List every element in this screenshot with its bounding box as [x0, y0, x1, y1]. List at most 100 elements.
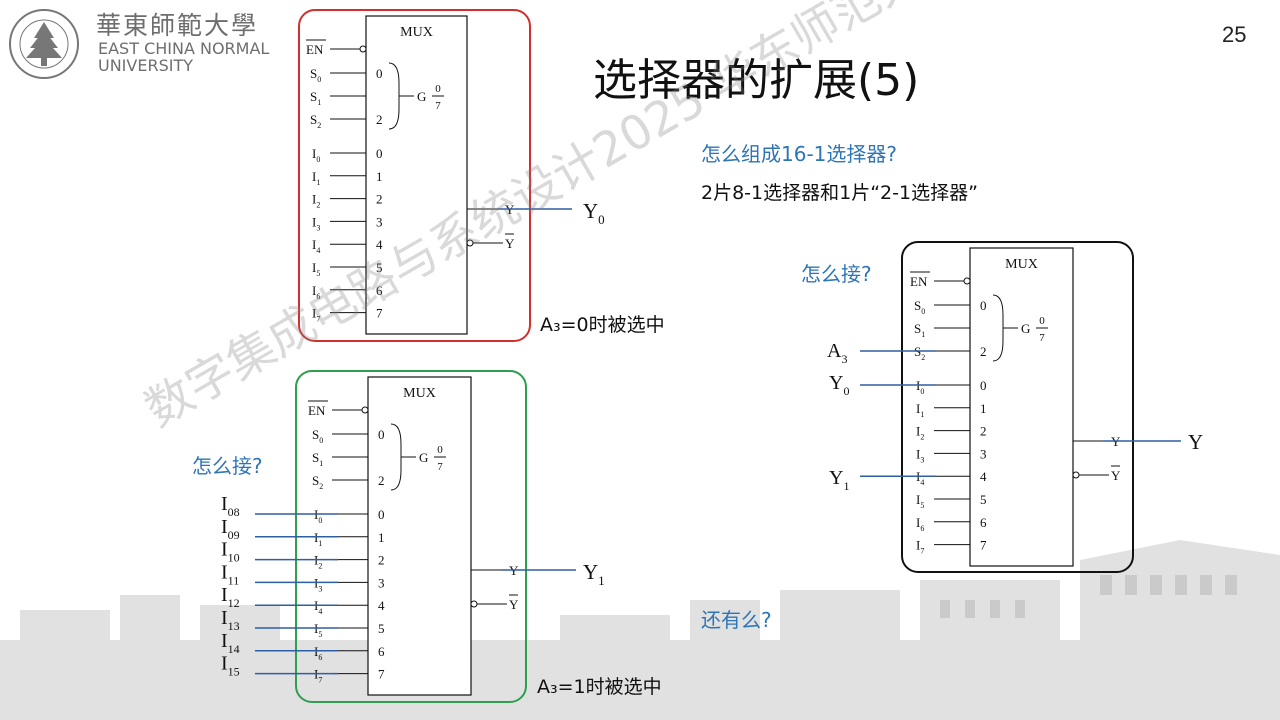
top-data-label-1: I1 [312, 169, 320, 187]
right-data-label-7: I7 [916, 538, 924, 556]
top-data-label-3: I3 [312, 214, 320, 232]
top-output-label: Y0 [583, 199, 605, 227]
right-data-num-5: 5 [980, 492, 987, 507]
bottom-input-label-0: I08 [221, 493, 240, 519]
logo-chinese-name: 華東師範大學 [96, 11, 259, 40]
top-data-num-0: 0 [376, 146, 383, 161]
top-ybar-label: Y [505, 236, 515, 251]
bottom-data-label-0: I0 [314, 507, 322, 525]
right-y1-label: Y1 [829, 467, 849, 493]
right-data-label-1: I1 [916, 401, 924, 419]
right-mux: MUXENS00S1S22G07I00I11I22I33I44I55I66I77… [901, 241, 1134, 573]
question-anything-else: 还有么? [701, 608, 772, 632]
bottom-mux-title: MUX [403, 386, 436, 401]
bottom-selected-note: A₃=1时被选中 [537, 676, 662, 698]
right-mux-title: MUX [1005, 257, 1038, 272]
right-select-label-2: S2 [914, 344, 925, 362]
bottom-data-label-5: I5 [314, 621, 322, 639]
right-data-label-5: I5 [916, 492, 924, 510]
right-select-num-0: 0 [980, 298, 987, 313]
top-mux-box [365, 15, 468, 335]
top-data-num-5: 5 [376, 260, 383, 275]
right-g-num: 0 [1039, 315, 1045, 327]
right-data-label-4: I4 [916, 469, 924, 487]
bottom-select-label-2: S2 [312, 473, 323, 491]
bottom-ybar-label: Y [509, 597, 519, 612]
bottom-input-label-6: I14 [221, 630, 240, 656]
bottom-data-num-1: 1 [378, 530, 385, 545]
right-select-label-0: S0 [914, 298, 925, 316]
question-connect-right: 怎么接? [801, 262, 872, 286]
right-data-num-3: 3 [980, 446, 987, 461]
logo-english-line1: EAST CHINA NORMAL [98, 39, 270, 58]
bottom-g-num: 0 [437, 444, 443, 456]
bottom-input-label-2: I10 [221, 539, 240, 565]
bottom-input-label-3: I11 [221, 561, 239, 587]
right-y0-label: Y0 [829, 372, 849, 398]
top-g-label: G [417, 89, 426, 104]
bottom-mux: MUXENS00S1S22G07I00I11I22I33I44I55I66I77… [295, 370, 527, 703]
bottom-g-label: G [419, 450, 428, 465]
bottom-data-num-5: 5 [378, 621, 385, 636]
bottom-en-label: EN [308, 403, 326, 418]
right-data-label-3: I3 [916, 446, 924, 464]
top-data-num-2: 2 [376, 192, 383, 207]
top-select-label-1: S1 [310, 89, 321, 107]
right-data-label-2: I2 [916, 424, 924, 442]
top-g-den: 7 [435, 100, 441, 112]
top-data-num-4: 4 [376, 237, 383, 252]
top-select-num-0: 0 [376, 66, 383, 81]
bottom-data-num-0: 0 [378, 507, 385, 522]
bottom-input-label-1: I09 [221, 516, 240, 542]
top-select-label-2: S2 [310, 112, 321, 130]
top-mux-title: MUX [400, 25, 433, 40]
bottom-data-num-7: 7 [378, 667, 385, 682]
right-output-label: Y [1188, 430, 1203, 454]
right-data-label-0: I0 [916, 378, 924, 396]
bottom-ybar-bubble [470, 600, 478, 608]
top-selected-note: A₃=0时被选中 [540, 314, 665, 336]
bottom-data-label-6: I6 [314, 644, 322, 662]
top-data-num-6: 6 [376, 283, 383, 298]
right-en-label: EN [910, 274, 928, 289]
right-a3-label: A3 [827, 340, 847, 366]
bottom-g-den: 7 [437, 461, 443, 473]
right-g-den: 7 [1039, 332, 1045, 344]
right-select-num-2: 2 [980, 344, 987, 359]
bottom-data-num-2: 2 [378, 553, 385, 568]
bottom-data-label-4: I4 [314, 598, 322, 616]
page-number: 25 [1222, 22, 1247, 47]
right-en-bubble [963, 277, 971, 285]
bottom-data-label-1: I1 [314, 530, 322, 548]
right-ybar-bubble [1072, 471, 1080, 479]
question-connect-left: 怎么接? [192, 454, 263, 478]
university-emblem-icon [9, 9, 79, 79]
right-select-label-1: S1 [914, 321, 925, 339]
right-ybar-label: Y [1111, 468, 1121, 483]
bottom-select-label-1: S1 [312, 450, 323, 468]
top-data-label-4: I4 [312, 237, 320, 255]
bottom-data-num-6: 6 [378, 644, 385, 659]
top-en-bubble [359, 45, 367, 53]
top-data-label-5: I5 [312, 260, 320, 278]
question-16-1: 怎么组成16-1选择器? [701, 142, 898, 166]
top-select-num-2: 2 [376, 112, 383, 127]
top-select-label-0: S0 [310, 66, 321, 84]
right-g-label: G [1021, 321, 1030, 336]
bottom-en-bubble [361, 406, 369, 414]
top-data-num-7: 7 [376, 306, 383, 321]
bottom-data-num-3: 3 [378, 575, 385, 590]
right-data-num-1: 1 [980, 401, 987, 416]
slide-title: 选择器的扩展(5) [593, 55, 920, 106]
bottom-data-label-7: I7 [314, 667, 322, 685]
right-data-num-6: 6 [980, 515, 987, 530]
logo-english-line2: UNIVERSITY [98, 56, 193, 75]
bottom-select-num-0: 0 [378, 427, 385, 442]
right-data-num-4: 4 [980, 469, 987, 484]
top-frame [298, 9, 531, 342]
right-data-label-6: I6 [916, 515, 924, 533]
bottom-data-label-2: I2 [314, 553, 322, 571]
